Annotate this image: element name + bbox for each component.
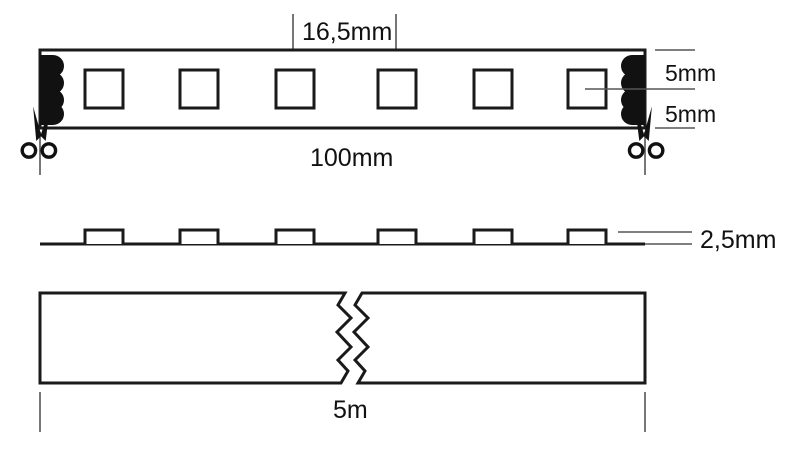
- side-led-bump: [566, 228, 608, 244]
- side-led-bump: [376, 228, 418, 244]
- side-led-bump: [472, 228, 514, 244]
- led-square: [376, 68, 418, 110]
- led-square: [274, 68, 316, 110]
- side-led-bump: [83, 228, 125, 244]
- scissors-icon: [20, 106, 58, 159]
- solder-pad-left: [40, 55, 64, 77]
- led-square: [178, 68, 220, 110]
- scissors-icon: [627, 106, 665, 159]
- solder-pad-left: [40, 103, 64, 125]
- width-label-bottom: 5mm: [665, 101, 716, 127]
- led-square: [83, 68, 125, 110]
- length-view: [38, 291, 647, 432]
- top-view: [20, 14, 695, 175]
- roll-length-label: 5m: [333, 396, 368, 424]
- thickness-label: 2,5mm: [700, 226, 776, 254]
- solder-pad-left: [40, 72, 64, 94]
- segment-length-label: 100mm: [310, 144, 393, 172]
- solder-pad-right: [621, 55, 645, 77]
- side-led-bump: [178, 228, 220, 244]
- side-led-bump: [274, 228, 316, 244]
- side-view: [40, 228, 692, 246]
- width-label-top: 5mm: [665, 60, 716, 86]
- strip-body-top: [38, 48, 647, 130]
- roll-body-right: [351, 291, 647, 385]
- pitch-label: 16,5mm: [302, 18, 392, 46]
- roll-body-left: [38, 291, 354, 385]
- led-square: [472, 68, 514, 110]
- solder-pad-right: [621, 103, 645, 125]
